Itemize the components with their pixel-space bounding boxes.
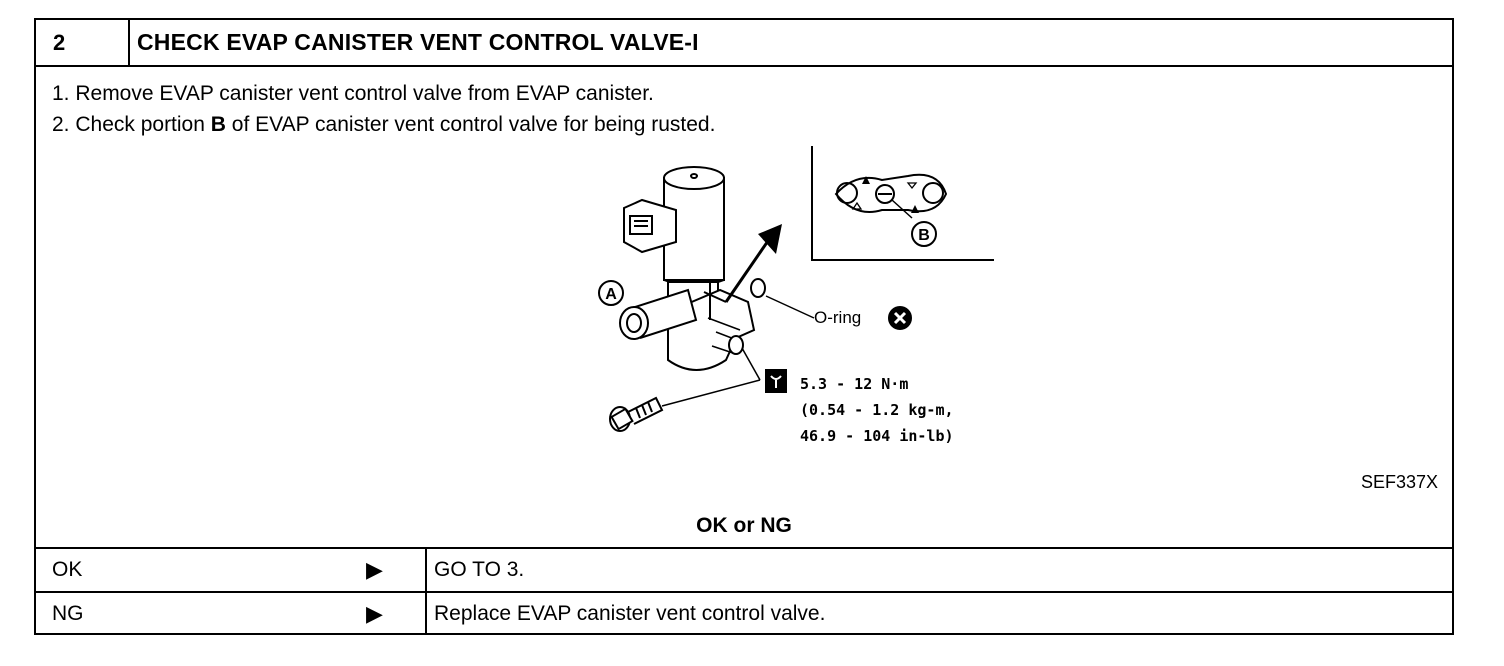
- arrow-right-icon: ▶: [366, 557, 383, 582]
- result-label: NG: [52, 602, 84, 625]
- instruction-item: 1. Remove EVAP canister vent control val…: [52, 82, 654, 105]
- result-label: OK: [52, 558, 83, 581]
- valve-illustration: A B O-ring 5.3 - 12 N·m (0.54 - 1.2 kg-m…: [598, 146, 994, 445]
- result-row-ng: NG ▶ Replace EVAP canister vent control …: [36, 591, 1452, 635]
- step-number: 2: [36, 20, 130, 65]
- instruction-list: 1. Remove EVAP canister vent control val…: [52, 78, 715, 140]
- torque-line-2: (0.54 - 1.2 kg-m,: [800, 401, 954, 419]
- step-title: CHECK EVAP CANISTER VENT CONTROL VALVE-I: [137, 29, 699, 55]
- portion-b-ref: B: [210, 113, 226, 136]
- ok-or-ng-question: OK or NG: [696, 514, 792, 537]
- column-divider: [425, 593, 427, 635]
- figure-code: SEF337X: [1360, 472, 1438, 492]
- result-action: Replace EVAP canister vent control valve…: [434, 602, 826, 625]
- label-b: B: [918, 227, 930, 244]
- diagnostic-procedure-table: 2 CHECK EVAP CANISTER VENT CONTROL VALVE…: [34, 18, 1454, 635]
- label-a: A: [605, 286, 617, 303]
- oring-label: O-ring: [814, 308, 861, 327]
- result-row-ok: OK ▶ GO TO 3.: [36, 547, 1452, 591]
- instruction-item: 2. Check portion B of EVAP canister vent…: [52, 113, 716, 136]
- torque-line-1: 5.3 - 12 N·m: [800, 375, 908, 393]
- arrow-right-icon: ▶: [366, 601, 383, 626]
- step-header: 2 CHECK EVAP CANISTER VENT CONTROL VALVE…: [36, 20, 1452, 67]
- result-action: GO TO 3.: [434, 558, 525, 581]
- column-divider: [425, 549, 427, 591]
- wrench-torque-icon: [770, 375, 782, 388]
- torque-line-3: 46.9 - 104 in-lb): [800, 427, 954, 445]
